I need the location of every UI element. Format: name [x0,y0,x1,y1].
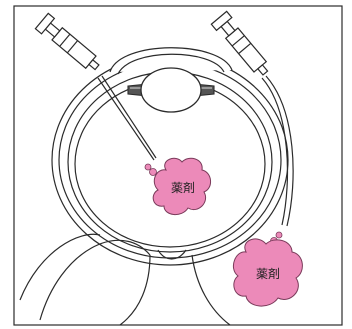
drug-label-outside: 薬剤 [256,266,280,281]
syringe-left-barrel [52,28,96,69]
optic-nerve-left [120,255,150,325]
syringe-right-barrel [226,28,267,72]
orbit-tissue [20,234,150,320]
needle-right [262,78,287,225]
drug-label-vitreous: 薬剤 [171,180,195,195]
drug-blob-outside: 薬剤 [233,232,302,306]
drug-blob-vitreous: 薬剤 [145,158,211,214]
lens [141,68,201,112]
optic-nerve-right [192,255,230,325]
tissue-line-2 [20,234,100,300]
syringe-right [211,11,293,226]
